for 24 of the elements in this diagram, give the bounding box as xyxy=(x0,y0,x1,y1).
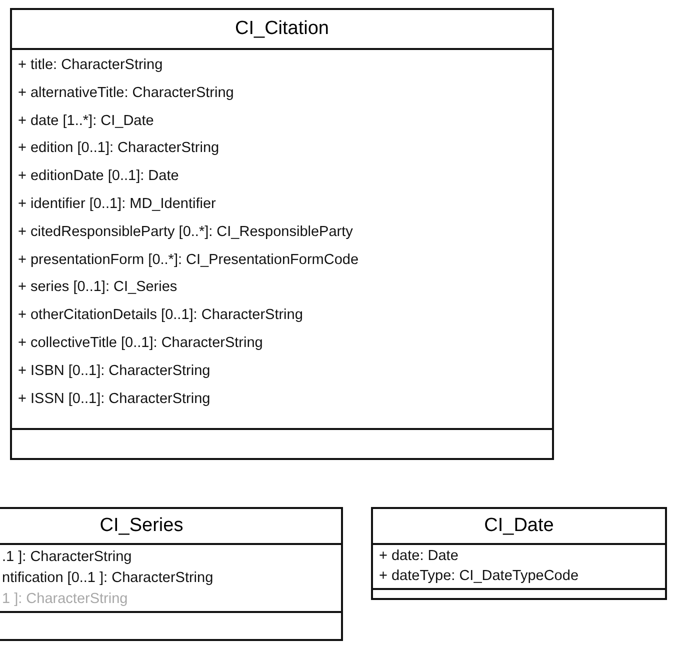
attribute-text: ntification [0..1 ]: CharacterString xyxy=(2,568,214,586)
class-name: CI_Date xyxy=(373,509,665,545)
attribute-text: + date [1..*]: CI_Date xyxy=(18,112,154,130)
attribute-text: + ISBN [0..1]: CharacterString xyxy=(18,362,210,380)
class-name: CI_Citation xyxy=(12,10,552,50)
class-box xyxy=(371,507,667,600)
attribute-text: + identifier [0..1]: MD_Identifier xyxy=(18,194,216,213)
attribute-text: + otherCitationDetails [0..1]: CharacterString xyxy=(18,306,303,324)
attribute-text: + editionDate [0..1]: Date xyxy=(18,167,179,186)
attribute-text: + series [0..1]: CI_Series xyxy=(18,278,178,296)
attribute-text: + title: CharacterString xyxy=(18,56,163,74)
attribute-text: .1 ]: CharacterString xyxy=(2,548,132,566)
attribute-text: + alternativeTitle: CharacterString xyxy=(18,84,234,102)
attribute-text: + citedResponsibleParty [0..*]: CI_ResponsibleParty xyxy=(18,222,353,241)
attribute-text: + presentationForm [0..*]: CI_PresentationFormCode xyxy=(18,250,359,268)
attribute-text: + date: Date xyxy=(379,547,458,565)
class-box xyxy=(10,8,554,460)
attribute-text: + edition [0..1]: CharacterString xyxy=(18,139,220,158)
attribute-text: 1 ]: CharacterString xyxy=(2,590,128,608)
class-box xyxy=(0,507,343,641)
attribute-text: + dateType: CI_DateTypeCode xyxy=(379,567,579,585)
attribute-text: + ISSN [0..1]: CharacterString xyxy=(18,390,210,408)
class-name: CI_Series xyxy=(0,509,341,545)
attribute-text: + collectiveTitle [0..1]: CharacterString xyxy=(18,334,263,352)
